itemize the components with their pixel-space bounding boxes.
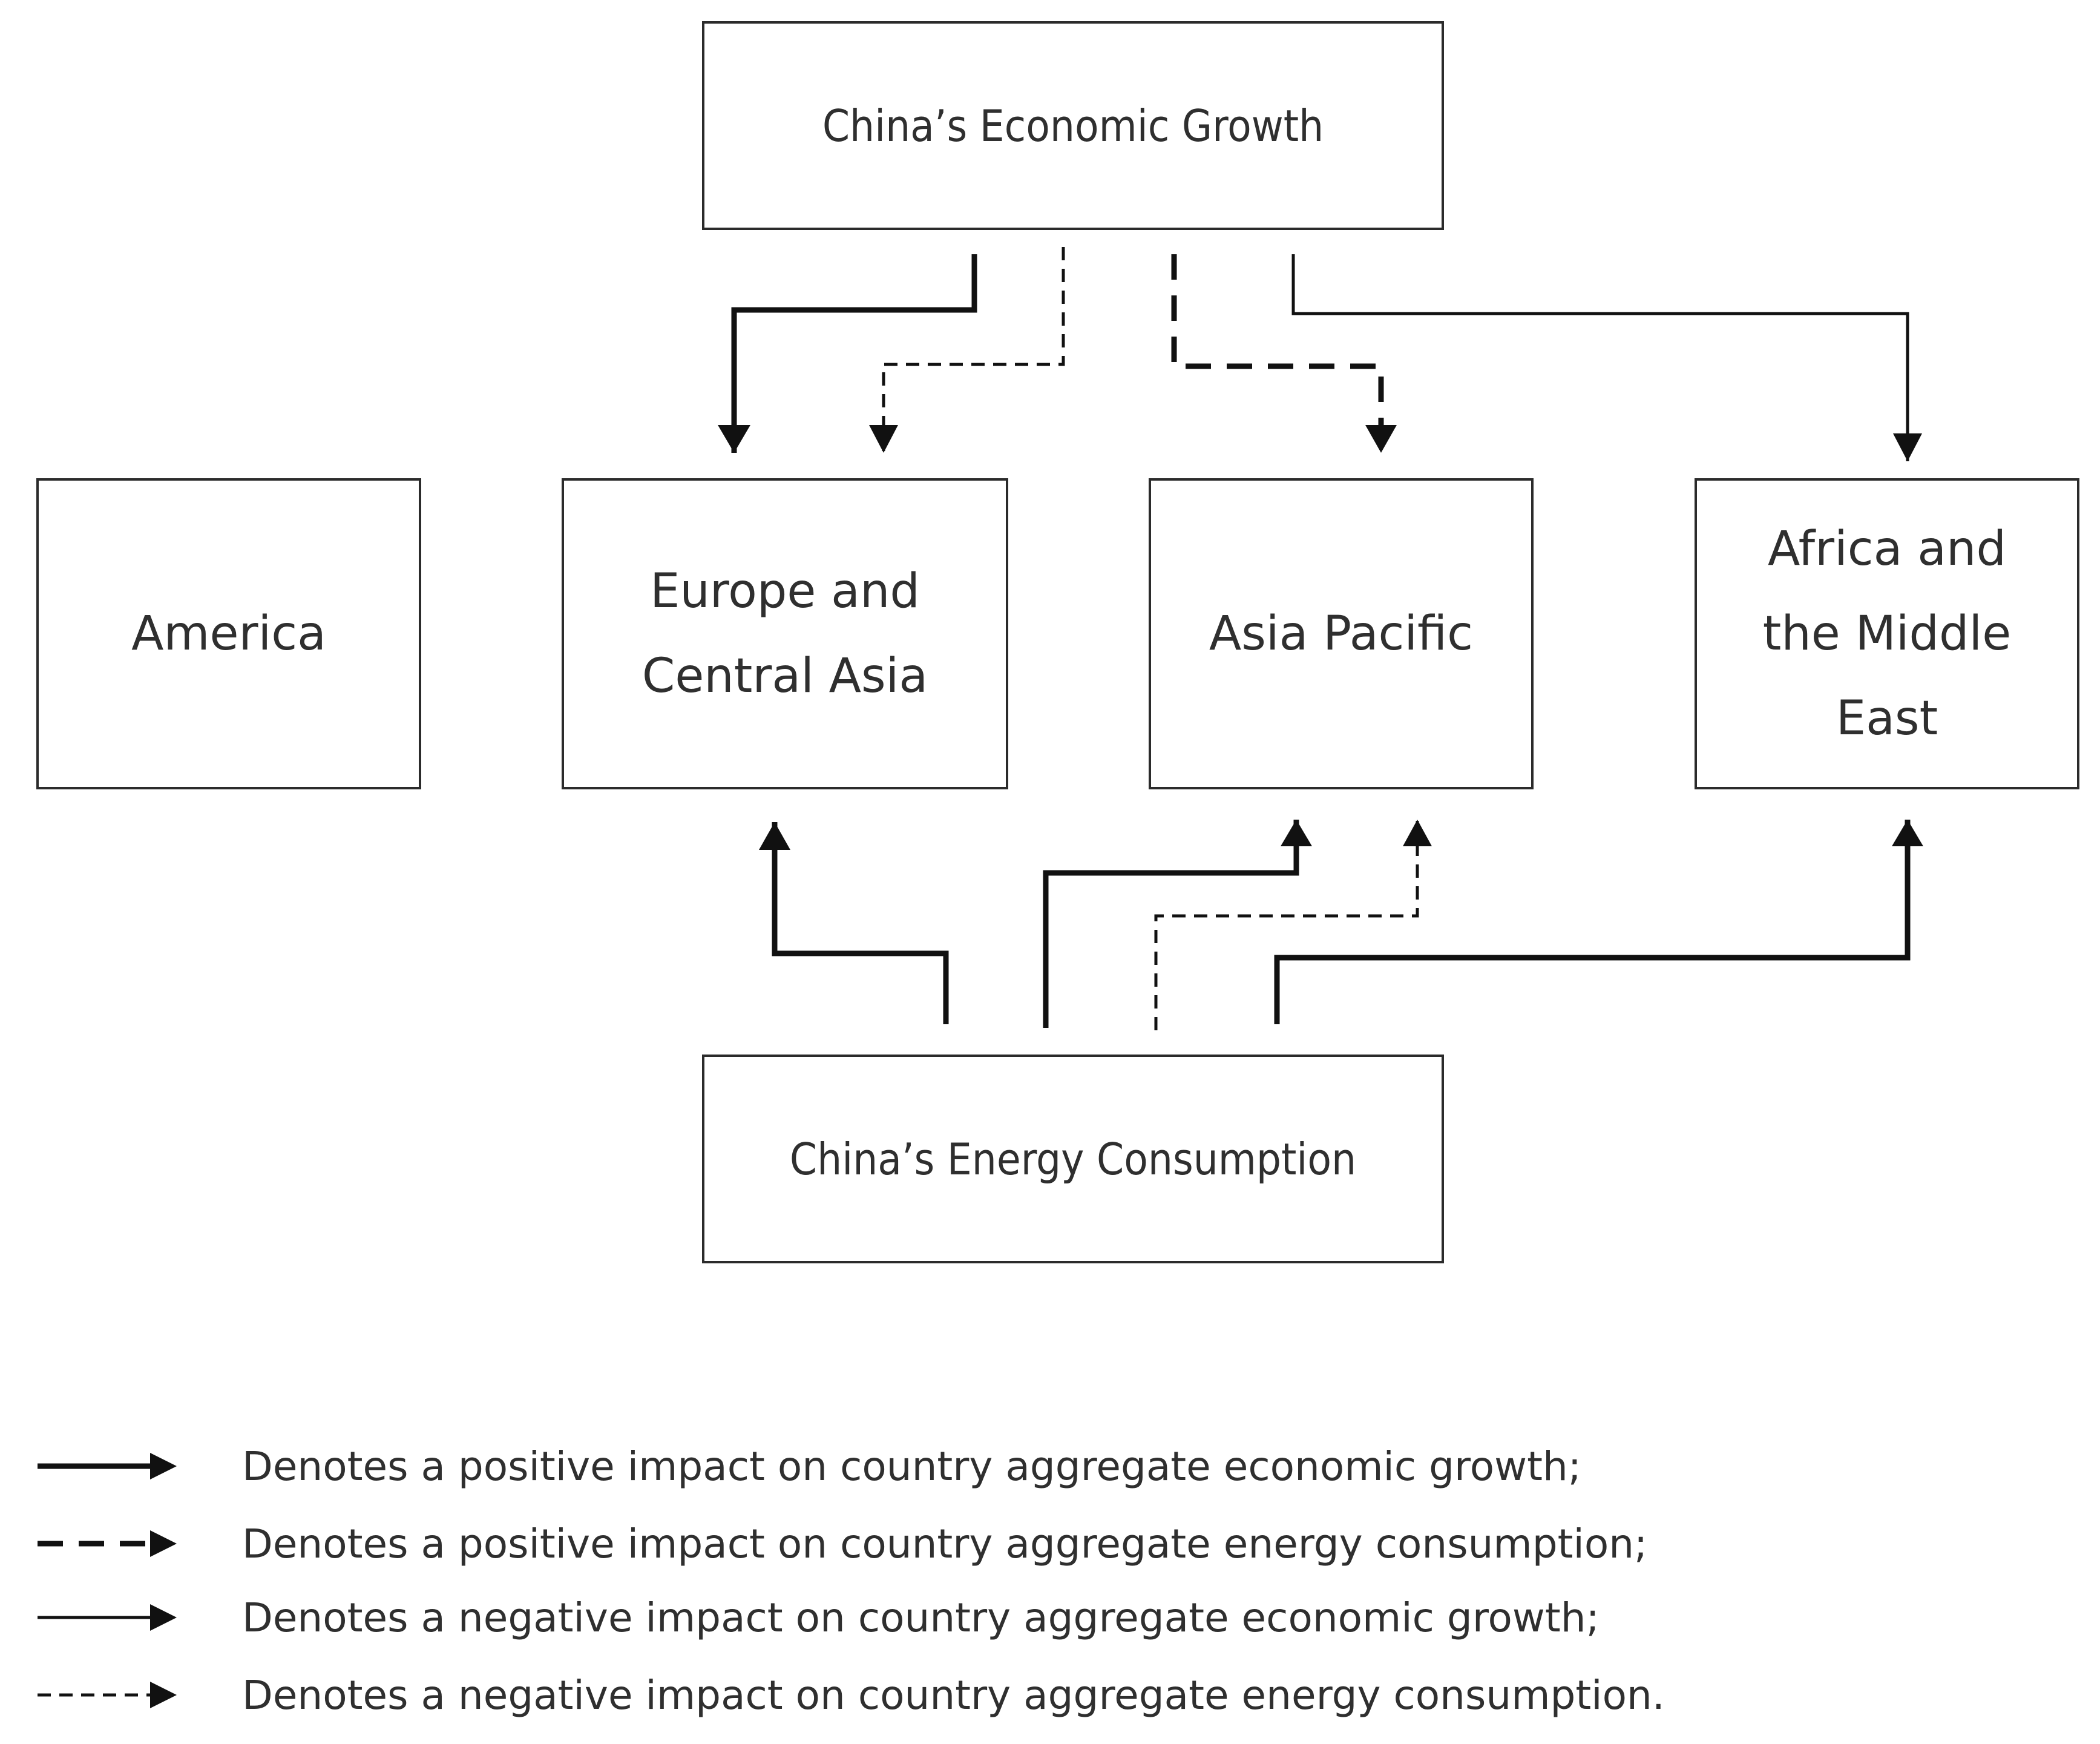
arrowhead [869,425,898,453]
node-china-energy-consumption: China’s Energy Consumption [702,1055,1444,1263]
node-china-economic-growth: China’s Economic Growth [702,21,1444,230]
arrowhead [1892,820,1923,846]
arrowhead [150,1682,177,1708]
node-label: Africa and the Middle East [1762,522,2012,746]
node-label: China’s Economic Growth [822,100,1324,151]
arrowhead [150,1453,177,1479]
node-label: America [131,607,326,661]
node-label: Asia Pacific [1209,607,1474,661]
arrowhead [718,425,750,453]
arrowhead [1403,820,1432,846]
arrowhead [150,1530,177,1557]
edge-consumption-to-asia-negative-energy [1154,820,1419,1030]
edge-growth-to-europe-negative-energy [882,247,1065,453]
legend-positive-energy: Denotes a positive impact on country agg… [30,1516,1647,1571]
edge-growth-to-asia-positive-energy [1171,254,1384,453]
legend-negative-energy: Denotes a negative impact on country agg… [30,1668,1665,1722]
node-asia-pacific: Asia Pacific [1149,478,1534,789]
node-europe-central-asia: Europe and Central Asia [562,478,1008,789]
arrowhead [150,1604,177,1631]
arrowhead [1365,425,1397,453]
legend-text: Denotes a negative impact on country agg… [242,1594,1600,1641]
legend-positive-growth: Denotes a positive impact on country agg… [30,1439,1581,1493]
node-label: China’s Energy Consumption [789,1133,1357,1185]
arrowhead [1893,433,1922,461]
legend-text: Denotes a positive impact on country agg… [242,1443,1582,1490]
arrowhead [759,822,790,850]
node-africa-middle-east: Africa and the Middle East [1695,478,2079,789]
edge-growth-to-africa-negative-growth [1291,254,1909,461]
legend-text: Denotes a positive impact on country agg… [242,1520,1648,1567]
legend-negative-growth: Denotes a negative impact on country agg… [30,1590,1600,1645]
edge-consumption-to-asia-positive-growth [1043,820,1299,1028]
arrowhead [1281,820,1312,846]
node-america: America [36,478,421,789]
edge-consumption-to-africa-positive-growth [1274,820,1911,1024]
edge-growth-to-europe-positive-growth [731,254,977,453]
node-label: Europe and Central Asia [641,564,928,703]
edge-consumption-to-europe-positive-growth [772,822,949,1024]
legend-text: Denotes a negative impact on country agg… [242,1671,1665,1719]
